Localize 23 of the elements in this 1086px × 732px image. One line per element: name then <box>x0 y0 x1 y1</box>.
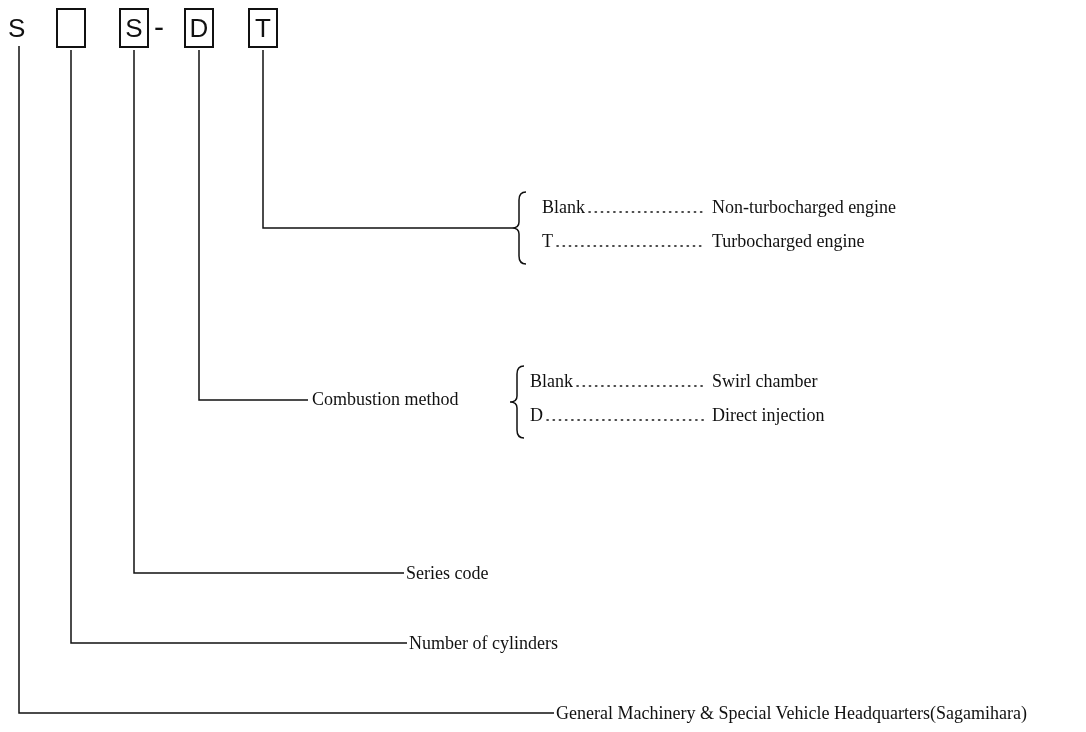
option-code: D <box>530 404 543 426</box>
description-text: Series code <box>406 562 489 584</box>
code-box: S <box>119 8 149 48</box>
leader-line <box>198 49 309 401</box>
code-box: T <box>248 8 278 48</box>
description-text: General Machinery & Special Vehicle Headquarters(Sagamihara) <box>556 702 1027 724</box>
option-meaning: Non-turbocharged engine <box>712 196 897 218</box>
option-meaning: Direct injection <box>712 404 825 426</box>
leader-line <box>70 49 408 644</box>
option-meaning: Swirl chamber <box>712 370 818 392</box>
code-box <box>56 8 86 48</box>
hyphen: - <box>154 12 164 42</box>
code-box: D <box>184 8 214 48</box>
option-code: Blank <box>542 196 585 218</box>
group-label: Combustion method <box>312 388 459 410</box>
code-letter: S <box>8 12 30 44</box>
leader-line <box>262 49 513 229</box>
description-text: Number of cylinders <box>409 632 558 654</box>
leader-line <box>133 49 405 574</box>
leader-line <box>18 45 555 714</box>
option-meaning: Turbocharged engine <box>712 230 865 252</box>
option-code: Blank <box>530 370 573 392</box>
option-code: T <box>542 230 553 252</box>
